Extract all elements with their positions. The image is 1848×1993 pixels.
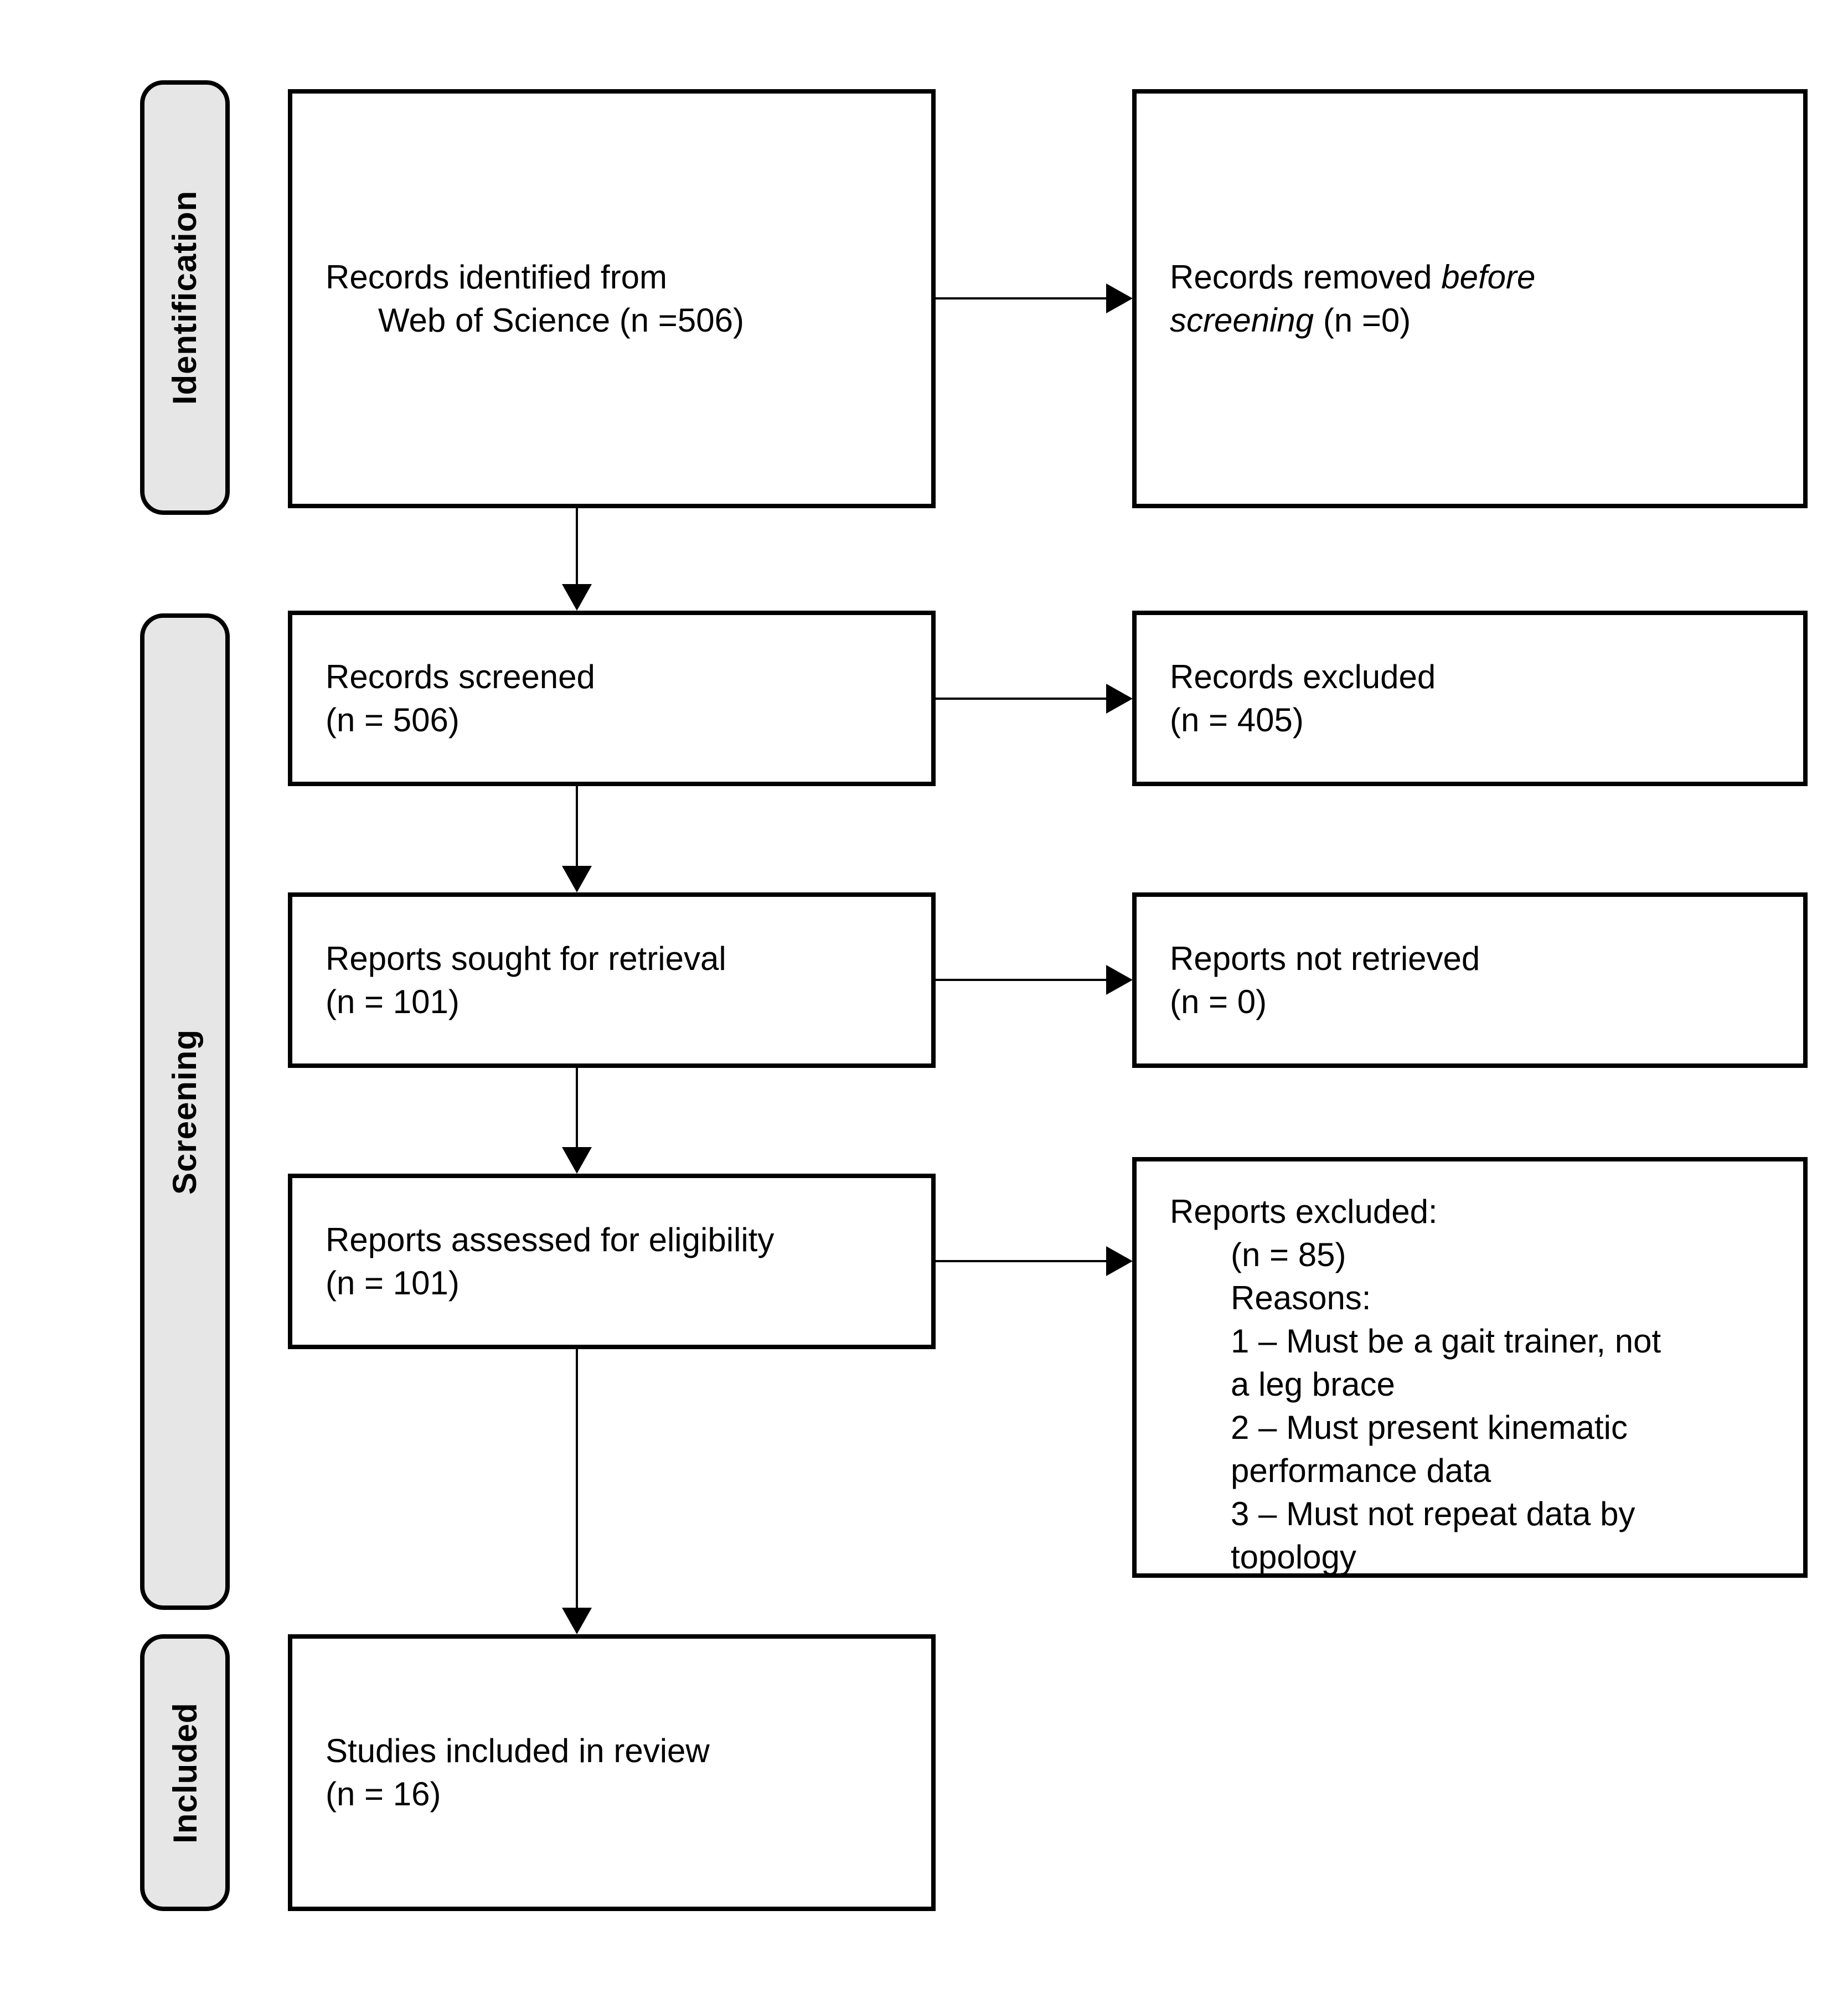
box-reports-sought-text: Reports sought for retrieval (n = 101) — [292, 897, 931, 1063]
text-line: (n = 0) — [1170, 983, 1267, 1020]
box-reports-not-retrieved-text: Reports not retrieved (n = 0) — [1137, 897, 1803, 1063]
arrow-right-icon — [1106, 283, 1133, 313]
arrow-assessed-to-reportsexcluded-line — [936, 1260, 1108, 1262]
exclusion-reason: 3 – Must not repeat data by topology — [1231, 1495, 1635, 1576]
arrow-down-icon — [562, 1608, 592, 1634]
arrow-screened-to-sought-line — [576, 786, 578, 867]
text-line: Records excluded — [1170, 658, 1436, 695]
stage-label-included: Included — [140, 1634, 230, 1911]
exclusion-reason: 2 – Must present kinematic performance d… — [1231, 1409, 1628, 1489]
arrow-screened-to-excluded-line — [936, 698, 1108, 700]
box-records-removed-text: Records removed before screening (n =0) — [1137, 94, 1803, 504]
arrow-right-icon — [1106, 684, 1133, 714]
text-line: Reports assessed for eligibility — [326, 1221, 775, 1258]
box-records-excluded-text: Records excluded (n = 405) — [1137, 615, 1803, 782]
text-line: (n = 101) — [326, 1264, 460, 1302]
text-line: Reports excluded: — [1170, 1193, 1438, 1230]
stage-label-identification-text: Identification — [166, 190, 204, 405]
text-line: screening (n =0) — [1170, 299, 1781, 342]
arrow-down-icon — [562, 584, 592, 611]
box-reports-assessed-text: Reports assessed for eligibility (n = 10… — [292, 1178, 931, 1345]
text-line: (n = 16) — [326, 1775, 441, 1813]
stage-label-screening-text: Screening — [166, 1029, 204, 1195]
arrow-right-icon — [1106, 1246, 1133, 1276]
box-records-identified: Records identified from Web of Science (… — [288, 89, 936, 508]
exclusion-reason: Reasons: — [1231, 1279, 1371, 1316]
stage-label-screening: Screening — [140, 613, 230, 1610]
text-segment-italic: screening — [1170, 301, 1314, 339]
box-reports-excluded-text: Reports excluded: (n = 85) Reasons: 1 – … — [1137, 1161, 1803, 1576]
arrow-down-icon — [562, 866, 592, 892]
text-segment: (n =0) — [1314, 301, 1411, 339]
text-segment: Records removed — [1170, 258, 1442, 296]
exclusion-reason: 1 – Must be a gait trainer, not a leg br… — [1231, 1323, 1661, 1403]
text-line: Web of Science (n =506) — [378, 301, 744, 339]
box-records-screened-text: Records screened (n = 506) — [292, 615, 931, 782]
box-records-screened: Records screened (n = 506) — [288, 611, 936, 786]
arrow-identified-to-removed-line — [936, 297, 1108, 300]
text-segment-italic: before — [1441, 258, 1536, 296]
box-records-removed: Records removed before screening (n =0) — [1132, 89, 1808, 508]
arrow-sought-to-notretrieved-line — [936, 979, 1108, 981]
text-line: (n = 405) — [1170, 701, 1304, 739]
box-reports-not-retrieved: Reports not retrieved (n = 0) — [1132, 892, 1808, 1068]
box-reports-excluded: Reports excluded: (n = 85) Reasons: 1 – … — [1132, 1157, 1808, 1578]
arrow-identified-to-screened-line — [576, 508, 578, 586]
exclusion-reasons-list: (n = 85) Reasons: 1 – Must be a gait tra… — [1231, 1233, 1668, 1579]
exclusion-reason: (n = 85) — [1231, 1236, 1346, 1273]
arrow-right-icon — [1106, 965, 1133, 995]
box-reports-assessed: Reports assessed for eligibility (n = 10… — [288, 1174, 936, 1349]
box-records-excluded: Records excluded (n = 405) — [1132, 611, 1808, 786]
stage-label-identification: Identification — [140, 80, 230, 515]
text-line: Reports not retrieved — [1170, 939, 1480, 977]
text-line: Reports sought for retrieval — [326, 939, 726, 977]
text-line: (n = 506) — [326, 701, 460, 739]
box-studies-included: Studies included in review (n = 16) — [288, 1634, 936, 1911]
text-line: Studies included in review — [326, 1732, 710, 1769]
arrow-assessed-to-included-line — [576, 1349, 578, 1609]
text-line: Records screened — [326, 658, 595, 695]
box-records-identified-text: Records identified from Web of Science (… — [292, 94, 931, 504]
arrow-down-icon — [562, 1147, 592, 1174]
arrow-sought-to-assessed-line — [576, 1068, 578, 1148]
text-line: (n = 101) — [326, 983, 460, 1020]
box-studies-included-text: Studies included in review (n = 16) — [292, 1639, 931, 1907]
box-reports-sought: Reports sought for retrieval (n = 101) — [288, 892, 936, 1068]
text-line: Records identified from — [326, 258, 667, 296]
stage-label-included-text: Included — [166, 1702, 204, 1844]
text-line: Records removed before — [1170, 256, 1781, 299]
